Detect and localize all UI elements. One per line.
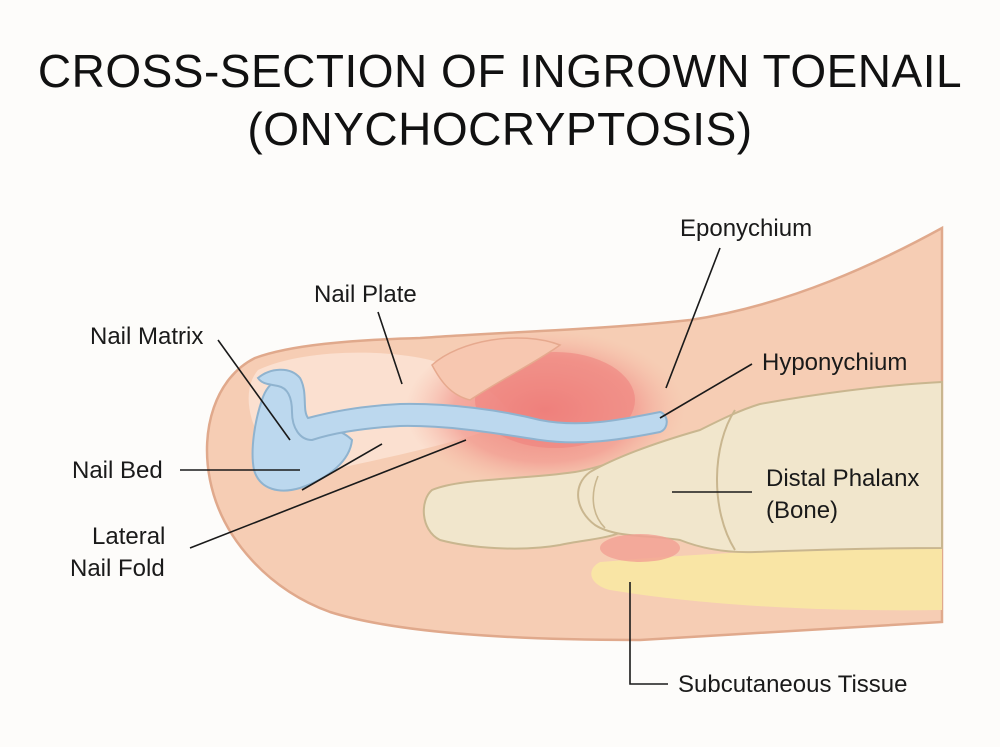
label-lateral-nail-fold-line-1: Lateral: [92, 523, 165, 550]
label-nail-plate: Nail Plate: [314, 281, 417, 308]
leader-eponychium: [665, 247, 721, 389]
bone-joint-line: [716, 409, 736, 551]
leader-subcutaneous-tissue: [629, 582, 668, 685]
label-lateral-nail-fold-line-2: Nail Fold: [70, 555, 165, 582]
leader-lateral-nail-fold-b: [301, 443, 383, 491]
subcutaneous-tissue-layer: [591, 545, 942, 611]
leader-hyponychium: [659, 363, 753, 419]
label-eponychium: Eponychium: [680, 215, 812, 242]
lateral-nail-fold-shape: [431, 337, 562, 401]
leader-nail-plate: [377, 311, 403, 385]
label-distal-phalanx-line-1: Distal Phalanx: [766, 465, 919, 492]
title-line-1: CROSS-SECTION OF INGROWN TOENAIL: [37, 45, 963, 97]
bone-joint-line-2: [592, 475, 606, 529]
leader-nail-matrix: [217, 339, 291, 441]
label-distal-phalanx-line-2: (Bone): [766, 497, 838, 524]
inflamed-spot-lower: [600, 534, 680, 562]
label-nail-matrix: Nail Matrix: [90, 323, 203, 350]
nail-plate-shape: [256, 368, 668, 444]
title-line-2: (ONYCHOCRYPTOSIS): [247, 103, 753, 155]
leader-lateral-nail-fold-a: [189, 439, 467, 549]
label-subcutaneous-tissue: Subcutaneous Tissue: [678, 671, 908, 698]
distal-phalanx-bone: [577, 380, 943, 554]
label-hyponychium: Hyponychium: [762, 349, 907, 376]
label-nail-bed: Nail Bed: [72, 457, 163, 484]
diagram-title: CROSS-SECTION OF INGROWN TOENAIL (ONYCHO…: [0, 42, 1000, 158]
